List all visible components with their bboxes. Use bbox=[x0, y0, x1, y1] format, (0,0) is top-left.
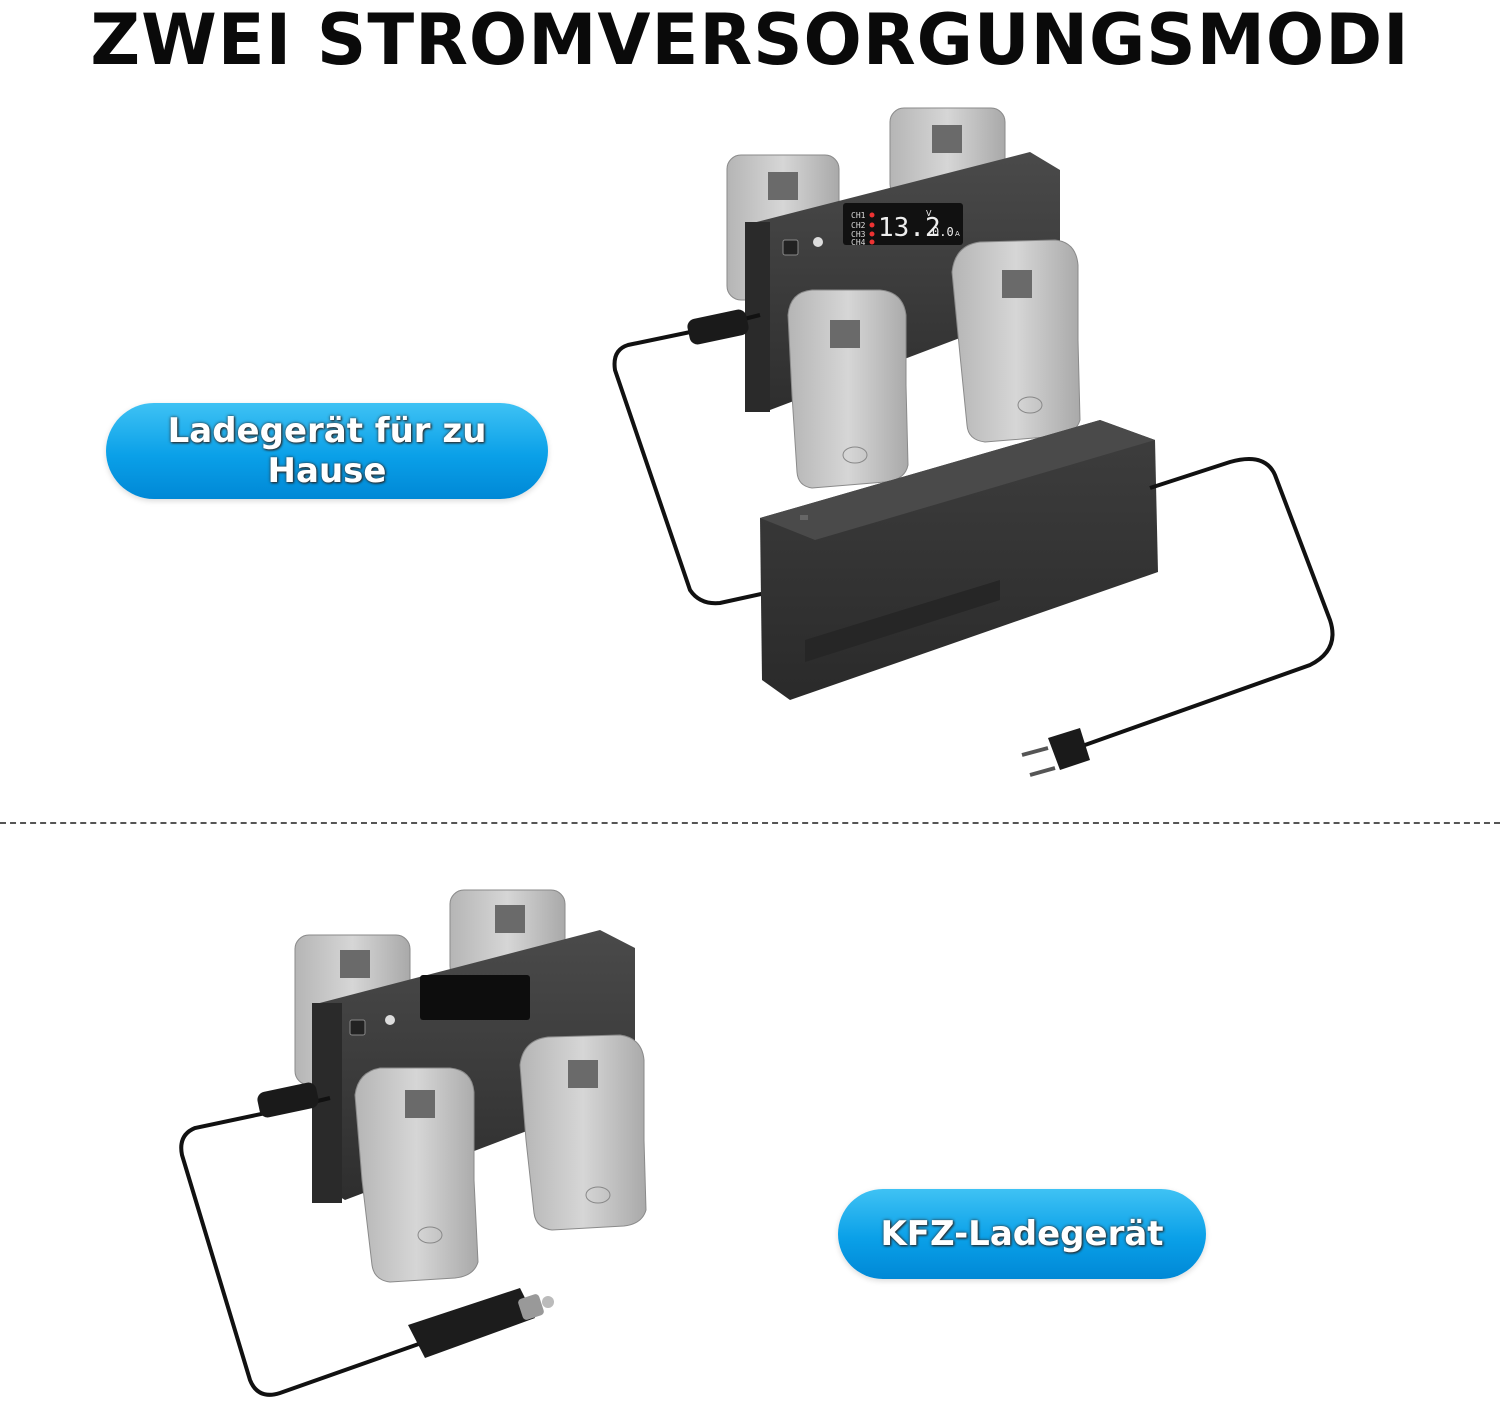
lcd-ch2: CH2 bbox=[851, 221, 866, 230]
car-charger-label: KFZ-Ladegerät bbox=[838, 1189, 1206, 1279]
dc-connector-2 bbox=[257, 1082, 319, 1118]
power-button bbox=[782, 239, 799, 256]
power-supply bbox=[760, 420, 1158, 700]
status-led-2 bbox=[385, 1015, 395, 1025]
lcd-ch1: CH1 bbox=[851, 211, 866, 220]
power-button-2 bbox=[349, 1019, 366, 1036]
lcd-voltage-unit: V bbox=[926, 209, 932, 218]
eu-plug bbox=[1021, 728, 1090, 777]
dc-connector bbox=[687, 309, 749, 345]
lcd-ch4: CH4 bbox=[851, 238, 866, 247]
section-divider bbox=[0, 822, 1500, 824]
home-charger-label-text: Ladegerät für zu Hause bbox=[167, 411, 487, 491]
lcd-current: 0.0 bbox=[932, 225, 954, 239]
battery-front-right-2 bbox=[519, 1034, 647, 1231]
home-charger-illustration: CH1 CH2 CH3 CH4 13.2 V 0.0 A bbox=[612, 107, 1335, 777]
page-title: ZWEI STROMVERSORGUNGSMODI bbox=[90, 0, 1410, 81]
home-charger-label: Ladegerät für zu Hause bbox=[106, 403, 548, 499]
lcd-ch3: CH3 bbox=[851, 230, 866, 239]
car-charger-label-text: KFZ-Ladegerät bbox=[880, 1214, 1164, 1254]
status-led bbox=[813, 237, 823, 247]
lcd-current-unit: A bbox=[955, 230, 960, 238]
lcd-display-off bbox=[420, 975, 530, 1020]
lcd-display: CH1 CH2 CH3 CH4 13.2 V 0.0 A bbox=[843, 203, 963, 247]
car-charger-illustration bbox=[179, 889, 647, 1397]
battery-front-left bbox=[787, 289, 909, 489]
battery-front-right bbox=[951, 239, 1081, 443]
battery-front-left-2 bbox=[354, 1067, 479, 1283]
car-plug bbox=[408, 1288, 554, 1358]
lcd-voltage: 13.2 bbox=[878, 213, 941, 243]
